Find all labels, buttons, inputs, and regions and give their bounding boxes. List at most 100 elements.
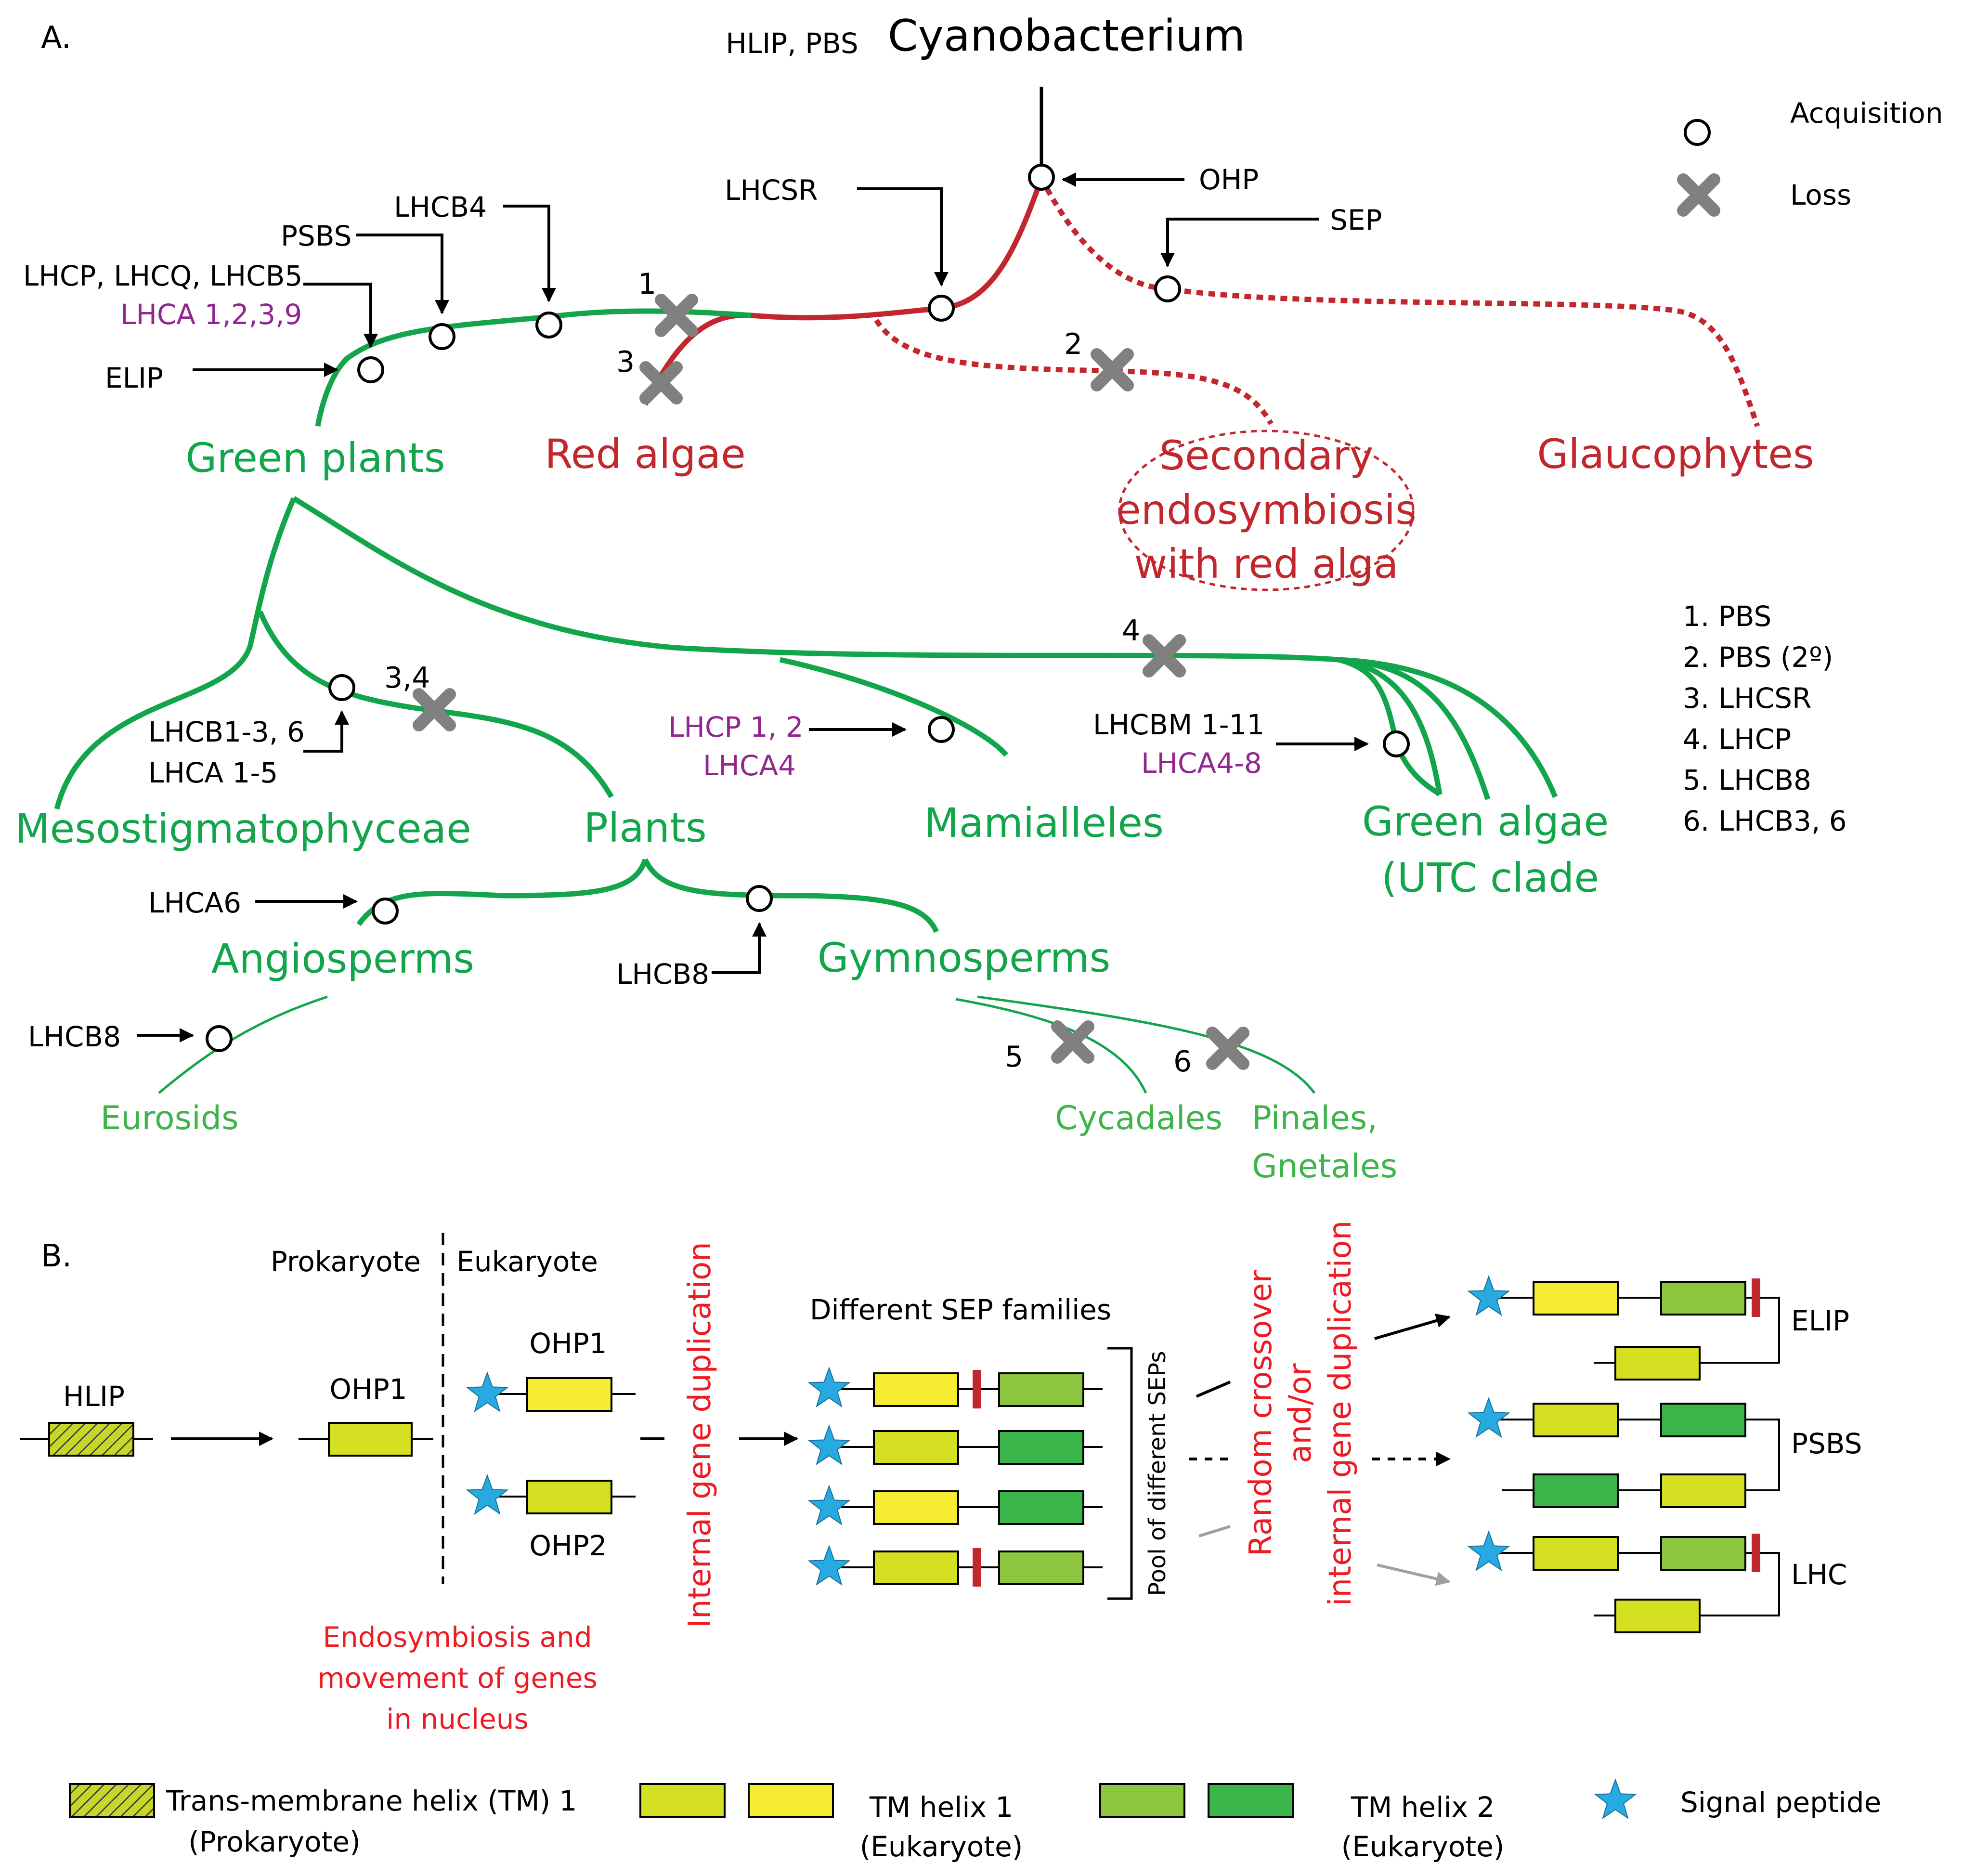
stop-mark [973, 1370, 981, 1408]
acquisition-node [535, 312, 562, 339]
elip-pathway-dash [1196, 1381, 1231, 1398]
lhc-product-label: LHC [1791, 1558, 1847, 1591]
loss-number: 5 [1005, 1040, 1023, 1074]
prokaryote-label: Prokaryote [271, 1245, 421, 1278]
tm2-box [1660, 1403, 1746, 1437]
tm1-box [1614, 1599, 1701, 1633]
sep-family-4 [808, 1546, 1103, 1587]
tm1-box [1533, 1281, 1619, 1316]
lhcsr-arrow [857, 187, 949, 287]
internal-dup-label: Internal gene duplication [682, 1242, 718, 1628]
acquisition-node [206, 1025, 233, 1052]
gene-lhcb8-eurosids-label: LHCB8 [28, 1020, 121, 1053]
gene-lhca4-label: LHCA4 [703, 749, 796, 782]
signal-peptide-icon [808, 1368, 850, 1407]
loss-number: 1 [638, 267, 656, 301]
acquisition-node [372, 898, 399, 925]
loss-key-item: 4. LHCP [1683, 723, 1791, 756]
acquisition-node [928, 295, 955, 322]
legend-tm1-prokaryote-box [69, 1783, 155, 1818]
panel-a-legend: Acquisition Loss [1683, 97, 1943, 211]
random-crossover-label-1: Random crossover [1243, 1270, 1279, 1556]
loss-number: 3 [616, 345, 635, 379]
panel-a: A. HLIP, PBS Cyanobacterium [15, 11, 1943, 1186]
legend-tm1-euk-box-a [639, 1783, 726, 1818]
plants-label: Plants [584, 804, 706, 851]
acquisition-node [1154, 275, 1181, 302]
gene-annotations: OHP SEP LHCSR LHCB4 PSBS LHCP, LHCQ, LHC… [23, 163, 1382, 1053]
pinales-branch [977, 995, 1316, 1094]
panel-b-label: B. [41, 1238, 72, 1274]
endosymbiosis-note: Endosymbiosis and movement of genes in n… [317, 1621, 598, 1735]
elip-product: ELIP [1468, 1276, 1849, 1381]
tm2-box [1533, 1473, 1619, 1508]
gymnosperms-branch [643, 858, 939, 933]
loss-x-icon [661, 300, 692, 331]
pinales-label-1: Pinales, [1252, 1099, 1378, 1137]
signal-peptide-icon [808, 1485, 850, 1525]
tm1-box [873, 1430, 959, 1465]
tm2-box [998, 1372, 1084, 1407]
cycadales-label: Cycadales [1055, 1099, 1222, 1137]
red-algae-label: Red algae [545, 430, 746, 478]
tm2-box [1660, 1536, 1746, 1571]
tm1-box [1533, 1403, 1619, 1437]
loss-x-icon [1212, 1033, 1243, 1064]
loss-key-item: 2. PBS (2º) [1683, 641, 1833, 674]
psbs-product-label: PSBS [1791, 1427, 1862, 1460]
panel-b-legend: Trans-membrane helix (TM) 1 (Prokaryote)… [69, 1779, 1881, 1863]
gene-elip-label: ELIP [105, 362, 163, 394]
sep-family-3 [808, 1485, 1103, 1525]
lhcp-arrow [303, 283, 378, 348]
gene-lhca4-8-label: LHCA4-8 [1141, 747, 1262, 780]
pool-bracket [1107, 1347, 1133, 1600]
legend-tm1-euk-box-b [748, 1783, 834, 1818]
legend-tm1-prokaryote-label-1: Trans-membrane helix (TM) 1 [166, 1785, 577, 1817]
loss-numbers: 1 3 2 3,4 4 5 6 [384, 267, 1192, 1079]
subclade-labels: Eurosids Cycadales Pinales, Gnetales [100, 1099, 1397, 1186]
gene-lhca-1239-label: LHCA 1,2,3,9 [120, 298, 302, 331]
acquisition-node [1383, 730, 1410, 757]
root-genes-label: HLIP, PBS [726, 27, 858, 60]
acquisition-node [429, 323, 455, 350]
mesostigmatophyceae-label: Mesostigmatophyceae [15, 805, 471, 852]
legend-tm1-euk-label-1: TM helix 1 [869, 1791, 1013, 1824]
eurosids-label: Eurosids [100, 1099, 238, 1137]
tm2-box [998, 1430, 1084, 1465]
loss-number: 4 [1122, 614, 1140, 648]
gene-psbs-label: PSBS [281, 220, 351, 252]
secondary-label-1: Secondary [1159, 432, 1374, 479]
stop-mark [1752, 1278, 1760, 1317]
gene-lhcsr-label: LHCSR [725, 174, 818, 207]
plants-branch [257, 610, 614, 798]
signal-peptide-icon [467, 1372, 508, 1412]
secondary-endosymbiosis-box [1118, 430, 1415, 591]
legend-tm2-euk-box-a [1099, 1783, 1185, 1818]
loss-key-item: 5. LHCB8 [1683, 764, 1811, 796]
tm2-box [1660, 1281, 1746, 1316]
product-connector [1707, 1297, 1780, 1364]
mamialleles-label: Mamialleles [924, 799, 1164, 847]
gene-lhcb1-3-6-label: LHCB1-3, 6 [148, 716, 305, 748]
secondary-branch [874, 319, 1274, 425]
signal-peptide-icon [1468, 1398, 1509, 1437]
lhc-pathway-arrow [1377, 1563, 1451, 1586]
acquisition-node [1028, 164, 1055, 191]
panel-b: B. Prokaryote Eukaryote HLIP OHP1 OHP1 O… [20, 1221, 1862, 1735]
tm1-box [1533, 1536, 1619, 1571]
loss-legend-label: Loss [1790, 179, 1851, 211]
gene-sep-label: SEP [1330, 204, 1382, 236]
eurosids-branch [158, 995, 328, 1094]
lhcb1-arrow [303, 710, 349, 753]
acquisition-node [928, 716, 955, 743]
psbs-product: PSBS [1468, 1398, 1862, 1508]
tm1-box [1614, 1346, 1701, 1381]
green-tree-left [54, 497, 297, 810]
ohp2-euk-tm-box [526, 1480, 612, 1514]
signal-peptide-icon [467, 1475, 508, 1514]
endosymbiosis-note-line: movement of genes [317, 1662, 598, 1694]
lhc-product: LHC [1468, 1531, 1847, 1633]
ohp1-euk-tm-box [526, 1377, 612, 1412]
gene-lhcb4-label: LHCB4 [394, 191, 487, 223]
